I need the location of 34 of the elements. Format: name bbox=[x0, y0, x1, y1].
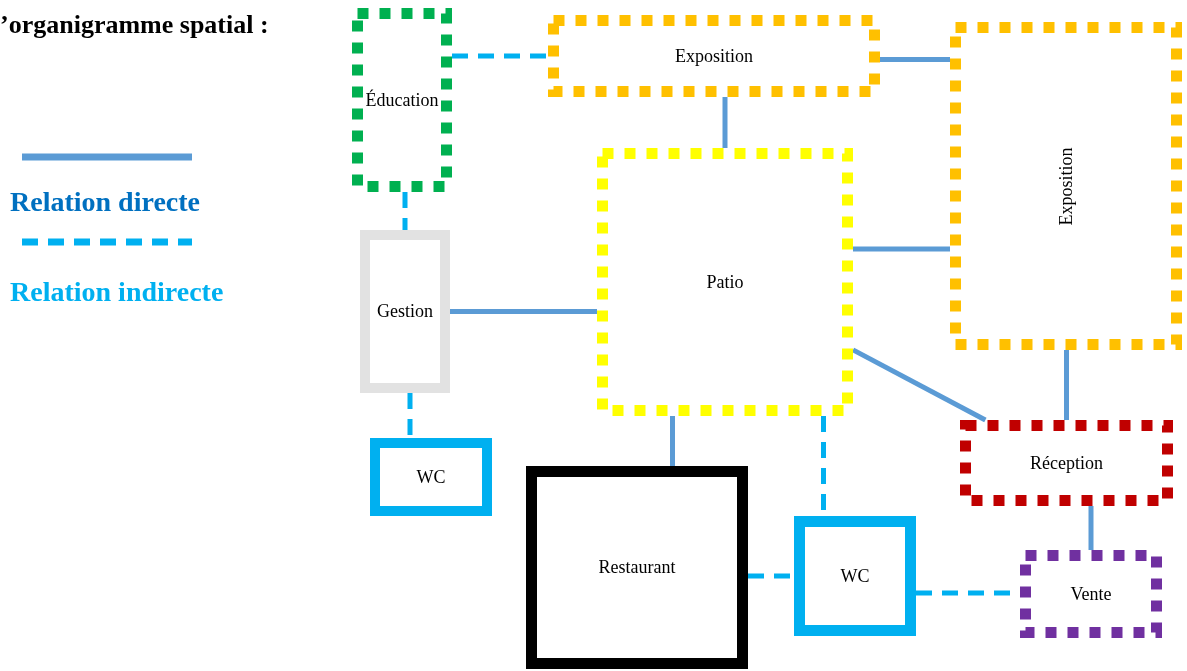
dotted-room-box bbox=[950, 22, 1182, 350]
connector-line bbox=[450, 309, 597, 314]
dotted-room-box bbox=[548, 15, 880, 97]
legend-label: Relation indirecte bbox=[10, 276, 224, 308]
room-label: Gestion bbox=[377, 301, 433, 322]
room-label: WC bbox=[416, 466, 446, 488]
connector-line bbox=[853, 246, 950, 252]
connector-line bbox=[1088, 506, 1094, 550]
room-label: WC bbox=[840, 565, 870, 587]
room-box bbox=[526, 466, 748, 669]
room-box bbox=[360, 230, 450, 393]
room-label: Exposition bbox=[1055, 147, 1077, 225]
connector-line bbox=[851, 347, 987, 423]
connector-line bbox=[880, 57, 950, 62]
dashed-connector bbox=[452, 53, 548, 59]
dotted-room-box bbox=[1020, 550, 1162, 638]
room-label: Exposition bbox=[675, 45, 753, 67]
room-label: Réception bbox=[1030, 452, 1103, 474]
connector-line bbox=[1064, 350, 1069, 420]
connector-line bbox=[670, 416, 675, 466]
dashed-connector bbox=[407, 393, 413, 438]
room-label: Éducation bbox=[365, 89, 439, 111]
room-box bbox=[370, 438, 492, 516]
dotted-room-box bbox=[597, 148, 853, 416]
legend-label: Relation directe bbox=[10, 186, 200, 218]
dotted-room-box bbox=[960, 420, 1173, 506]
room-label: Patio bbox=[706, 271, 744, 293]
connector-line bbox=[722, 97, 728, 148]
room-box bbox=[794, 516, 916, 636]
room-label: Vente bbox=[1070, 583, 1112, 605]
dashed-connector bbox=[402, 192, 408, 230]
dotted-room-box bbox=[352, 8, 452, 192]
room-label: Restaurant bbox=[598, 557, 676, 578]
title: ’organigramme spatial : bbox=[0, 10, 269, 40]
